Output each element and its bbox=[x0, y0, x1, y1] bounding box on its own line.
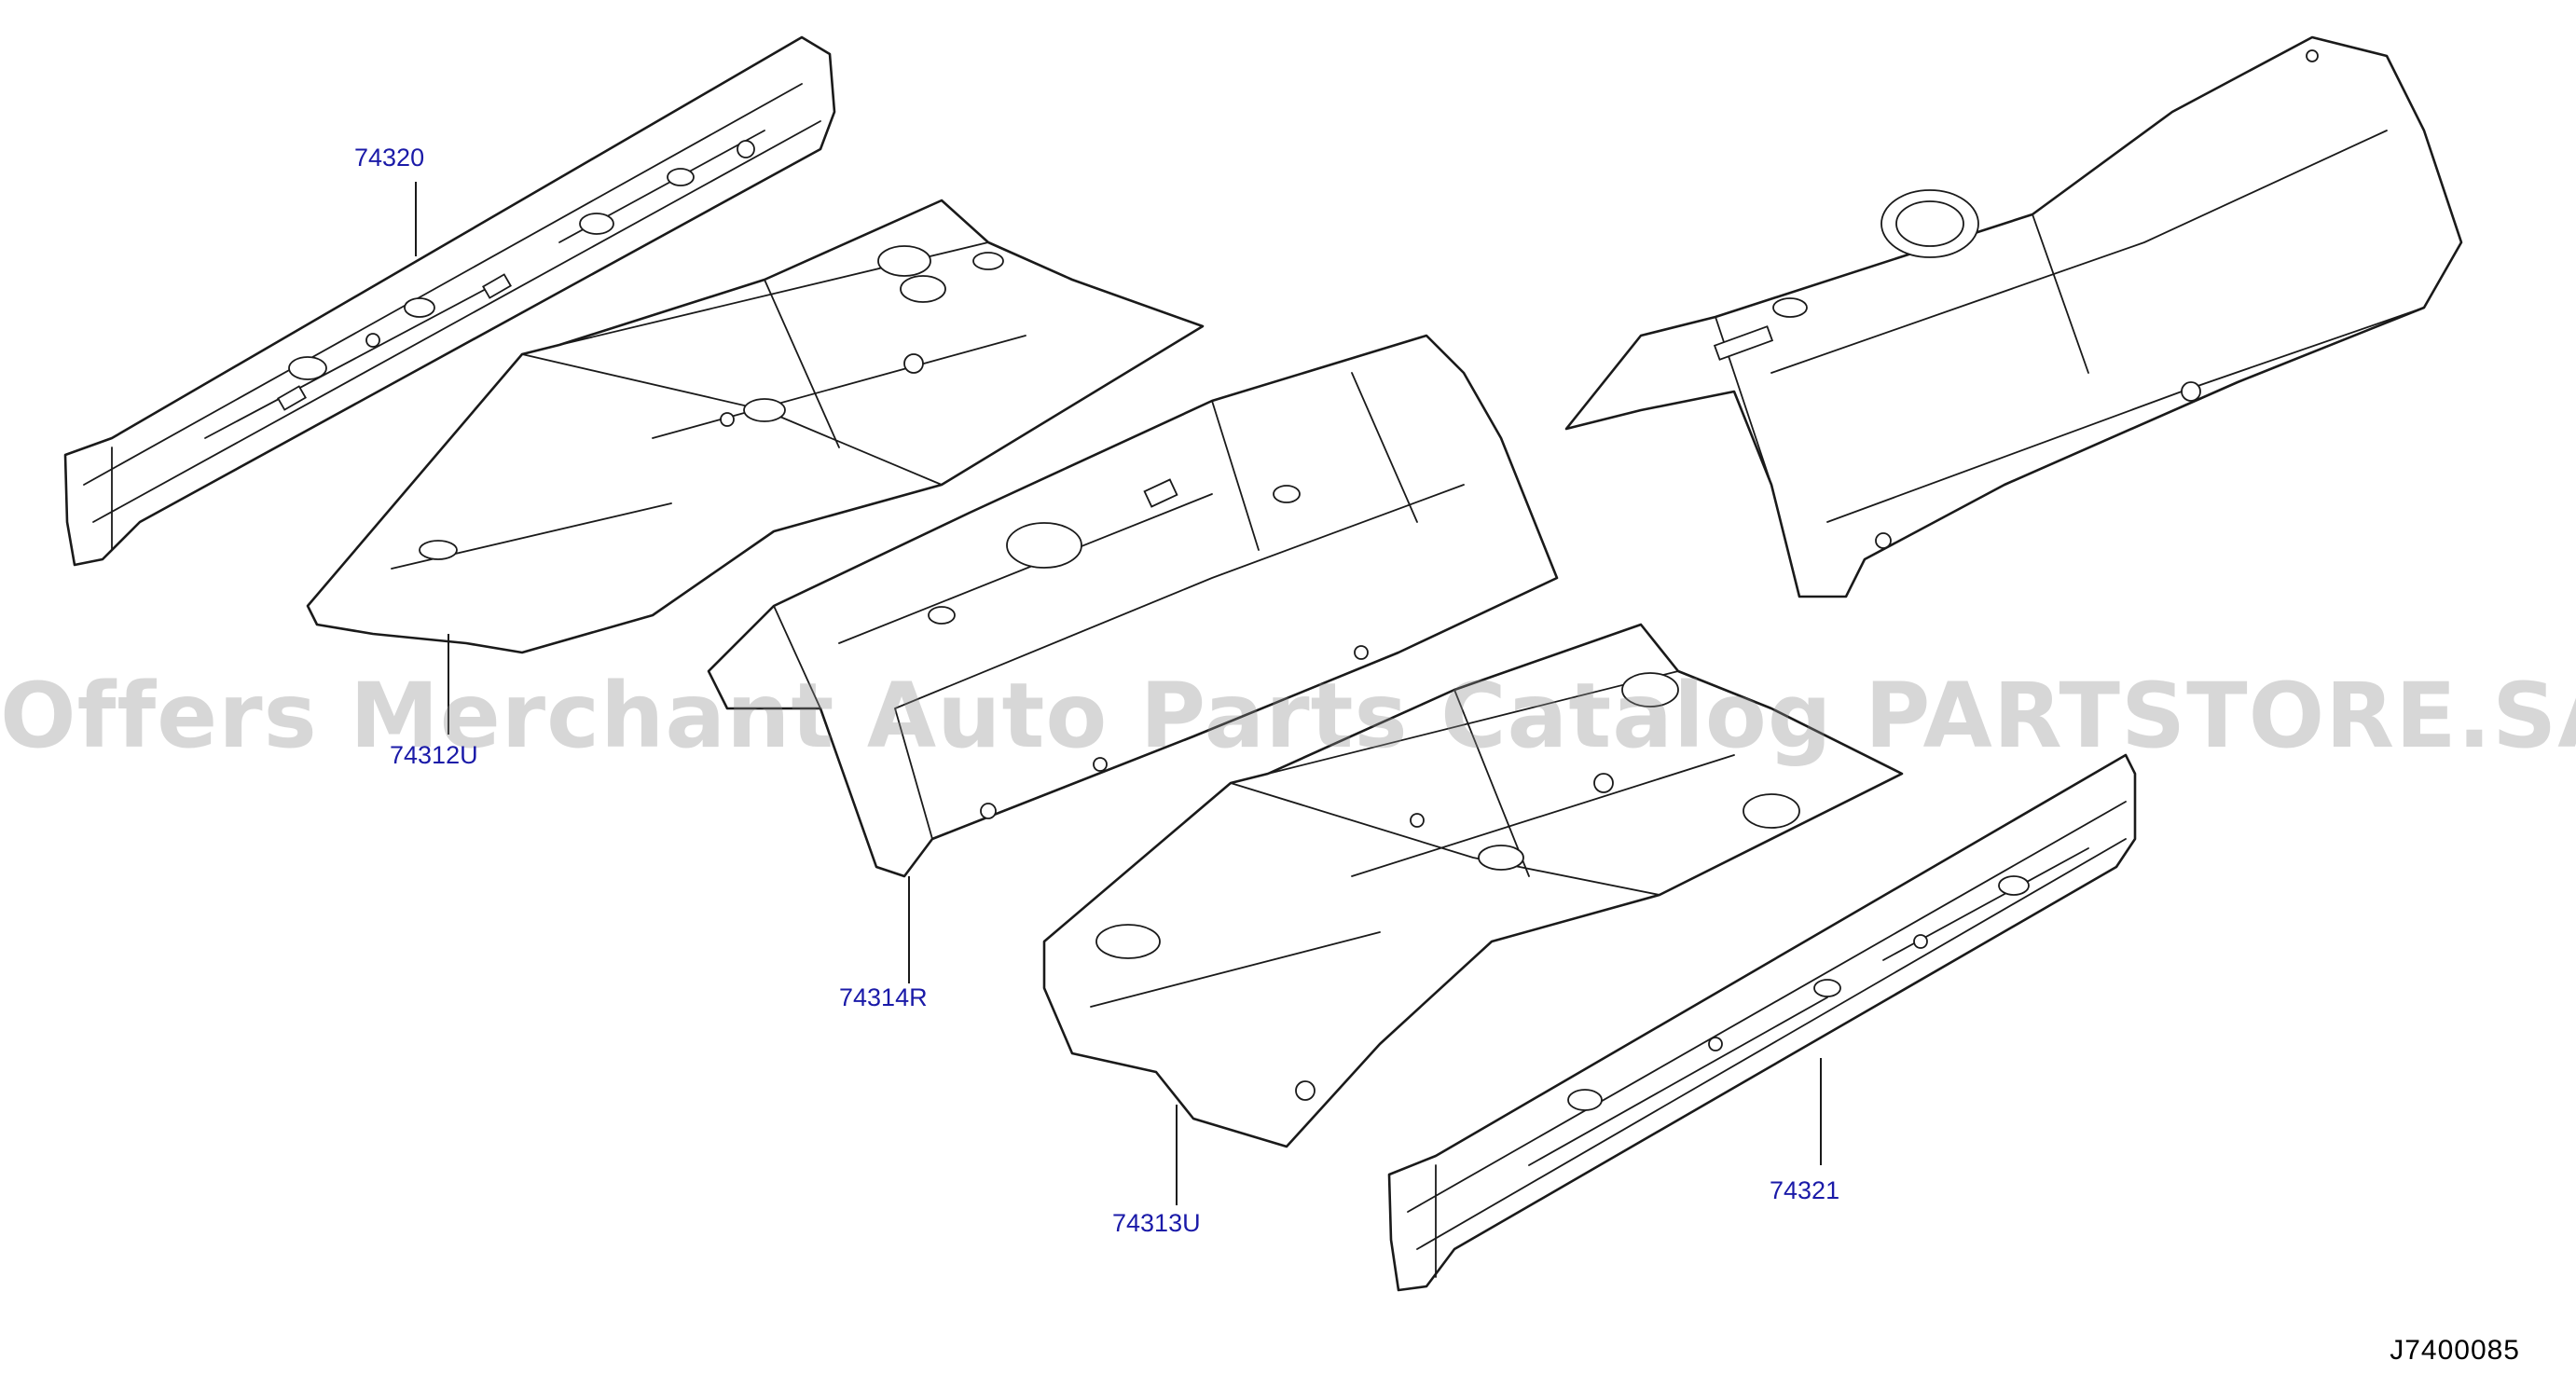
callout-74321[interactable]: 74321 bbox=[1770, 1176, 1840, 1204]
part-74312U-drawing[interactable] bbox=[306, 199, 1205, 654]
callout-74312U[interactable]: 74312U bbox=[390, 741, 478, 769]
callout-74320[interactable]: 74320 bbox=[354, 144, 425, 172]
callout-74313U[interactable]: 74313U bbox=[1112, 1209, 1201, 1237]
part-74321-drawing[interactable] bbox=[1387, 753, 2137, 1292]
part-rear-floor-upper-right-drawing[interactable] bbox=[1564, 35, 2463, 598]
part-74320-drawing[interactable] bbox=[63, 35, 836, 567]
diagram-code: J7400085 bbox=[2390, 1335, 2520, 1366]
part-74314R-drawing[interactable] bbox=[707, 334, 1559, 878]
callout-74314R[interactable]: 74314R bbox=[839, 983, 928, 1011]
part-74313U-drawing[interactable] bbox=[1042, 623, 1904, 1148]
